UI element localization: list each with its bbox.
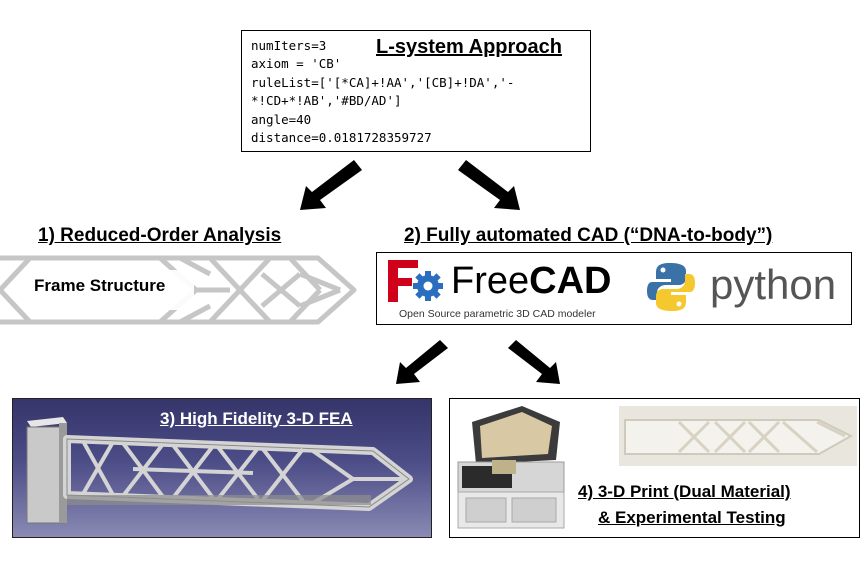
step1-heading: 1) Reduced-Order Analysis xyxy=(38,225,282,246)
code-line-axiom: axiom = 'CB' xyxy=(251,56,342,71)
3d-printer-image xyxy=(457,406,565,529)
freecad-tagline: Open Source parametric 3D CAD modeler xyxy=(399,308,596,320)
step4-heading-line2: & Experimental Testing xyxy=(598,508,786,527)
step2-heading: 2) Fully automated CAD (“DNA-to-body”) xyxy=(404,225,773,246)
lsystem-code-box xyxy=(241,30,591,152)
arrow-down-left-lower-icon xyxy=(396,340,448,384)
lsystem-title: L-system Approach xyxy=(376,36,562,58)
frame-structure-diagram xyxy=(0,255,357,325)
freecad-logo-icon xyxy=(388,260,443,302)
code-line-rulelist-cont: *!CD+*!AB','#BD/AD'] xyxy=(251,93,402,108)
python-logo-icon xyxy=(647,263,695,311)
frame-structure-label: Frame Structure xyxy=(34,276,166,295)
cad-tools-box xyxy=(376,252,852,325)
python-wordmark: python xyxy=(710,261,837,308)
printed-part-photo xyxy=(619,406,857,466)
step3-heading: 3) High Fidelity 3-D FEA xyxy=(160,409,353,428)
freecad-wordmark: FreeCAD xyxy=(451,261,611,301)
step4-heading-line1: 4) 3-D Print (Dual Material) xyxy=(578,482,791,501)
code-line-distance: distance=0.0181728359727 xyxy=(251,130,432,145)
fea-panel xyxy=(12,398,432,538)
arrow-down-right-icon xyxy=(458,160,520,210)
arrow-down-left-icon xyxy=(300,160,362,210)
code-line-angle: angle=40 xyxy=(251,112,312,127)
code-line-num-iters: numIters=3 xyxy=(251,38,327,53)
freecad-wordmark-cad: CAD xyxy=(529,260,612,302)
freecad-wordmark-free: Free xyxy=(451,260,530,302)
arrow-down-right-lower-icon xyxy=(508,340,560,384)
code-line-rulelist: ruleList=['[*CA]+!AA','[CB]+!DA','- xyxy=(251,75,515,90)
fea-model-render xyxy=(26,417,413,524)
